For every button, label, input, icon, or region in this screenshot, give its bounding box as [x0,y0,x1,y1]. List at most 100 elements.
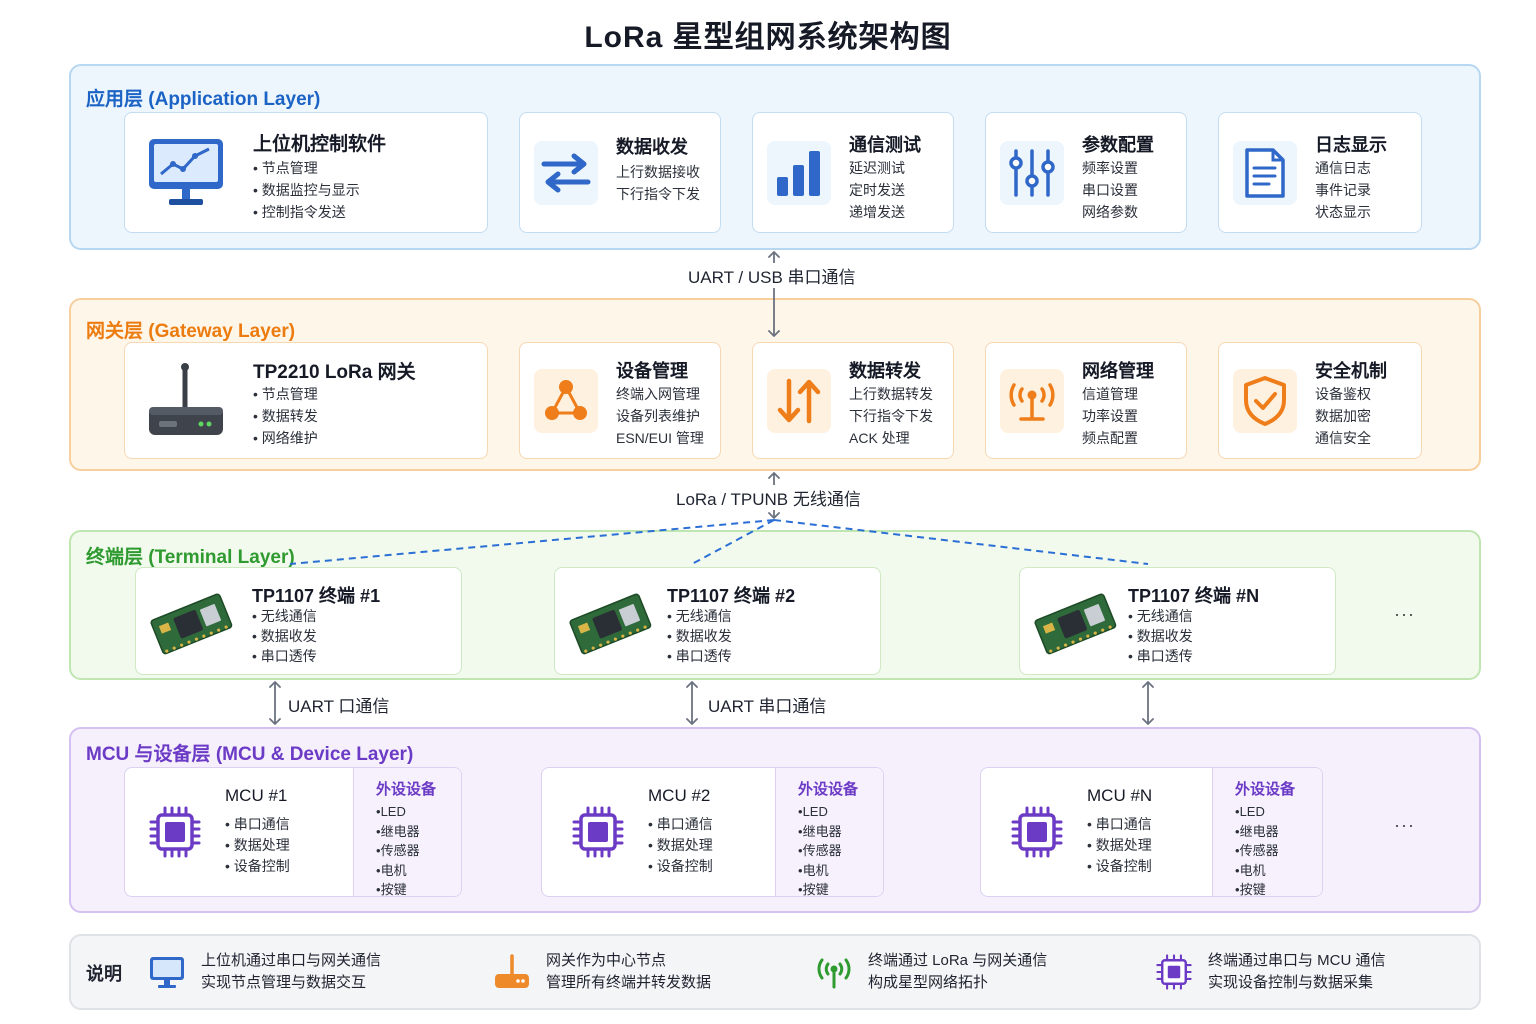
peripheral-item: LED [376,802,420,822]
peripheral-item: 电机 [798,861,842,881]
card-line: 递增发送 [849,204,905,220]
gw-card-gateway[interactable]: TP2210 LoRa 网关 节点管理 数据转发 网络维护 [124,342,488,459]
card-title: 设备管理 [616,361,688,381]
swap-arrows-icon [534,141,598,205]
card-line: 无线通信 [252,606,317,626]
wireless-icon [814,952,854,992]
app-card-host-software[interactable]: 上位机控制软件 节点管理 数据监控与显示 控制指令发送 [124,112,488,233]
peripheral-list: LED 继电器 传感器 电机 按键 [376,802,420,900]
card-line: 数据转发 [253,405,318,427]
peripheral-panel: 外设设备 LED 继电器 传感器 电机 按键 [775,768,883,897]
card-lines: 串口通信 数据处理 设备控制 [1087,814,1152,877]
module-board-icon [565,588,655,663]
peripheral-panel: 外设设备 LED 继电器 传感器 电机 按键 [353,768,461,897]
page-title: LoRa 星型组网系统架构图 [584,21,952,54]
gw-card-network-mgmt[interactable]: 网络管理 信道管理 功率设置 频点配置 [985,342,1187,459]
chip-icon [572,806,624,863]
peripheral-list: LED 继电器 传感器 电机 按键 [798,802,842,900]
card-line: 串口通信 [225,814,290,835]
conn-gateway-terminal-label: LoRa / TPUNB 无线通信 [672,485,865,510]
peripheral-title: 外设设备 [376,781,437,798]
app-card-param-config[interactable]: 参数配置 频率设置 串口设置 网络参数 [985,112,1187,233]
peripheral-item: 继电器 [376,822,420,842]
card-title: 日志显示 [1315,135,1387,155]
mcu-layer: MCU 与设备层 (MCU & Device Layer) MCU #1 串口通… [69,727,1481,913]
conn-terminal2-mcu2-label: UART 串口通信 [708,697,827,716]
card-lines: 无线通信 数据收发 串口透传 [252,606,317,666]
terminal-card-2[interactable]: TP1107 终端 #2 无线通信 数据收发 串口透传 [554,567,881,675]
card-title: TP2210 LoRa 网关 [253,362,416,383]
card-line: 无线通信 [667,606,732,626]
peripheral-item: 按键 [1235,880,1279,900]
gw-card-data-forward[interactable]: 数据转发 上行数据转发 下行指令下发 ACK 处理 [752,342,954,459]
peripheral-item: LED [1235,802,1279,822]
card-title: 上位机控制软件 [253,134,387,155]
card-title: TP1107 终端 #1 [252,586,381,606]
terminal-card-n[interactable]: TP1107 终端 #N 无线通信 数据收发 串口透传 [1019,567,1336,675]
peripheral-title: 外设设备 [798,781,859,798]
card-line: 数据加密 [1315,408,1371,424]
peripheral-item: 按键 [798,880,842,900]
card-lines: 上行数据接收 下行指令下发 [616,161,700,205]
card-line: 设备控制 [225,856,290,877]
legend-line: 管理所有终端并转发数据 [546,974,712,991]
card-line: 延迟测试 [849,160,905,176]
terminal-card-1[interactable]: TP1107 终端 #1 无线通信 数据收发 串口透传 [135,567,462,675]
app-card-data-transfer[interactable]: 数据收发 上行数据接收 下行指令下发 [519,112,721,233]
legend-line: 实现节点管理与数据交互 [201,974,367,991]
peripheral-item: 传感器 [1235,841,1279,861]
card-title: 安全机制 [1315,361,1387,381]
bar-chart-icon [767,141,831,205]
card-line: 终端入网管理 [616,386,700,402]
app-card-comm-test[interactable]: 通信测试 延迟测试 定时发送 递增发送 [752,112,954,233]
peripheral-item: 继电器 [798,822,842,842]
peripheral-item: LED [798,802,842,822]
antenna-signal-icon [1000,369,1064,433]
card-line: 通信日志 [1315,160,1371,176]
legend-line: 终端通过串口与 MCU 通信 [1208,952,1386,969]
gw-card-security[interactable]: 安全机制 设备鉴权 数据加密 通信安全 [1218,342,1422,459]
peripheral-item: 继电器 [1235,822,1279,842]
gw-card-device-mgmt[interactable]: 设备管理 终端入网管理 设备列表维护 ESN/EUI 管理 [519,342,721,459]
card-line: 上行数据接收 [616,164,700,180]
peripheral-item: 传感器 [376,841,420,861]
card-title: 数据收发 [616,137,688,157]
legend-line: 上位机通过串口与网关通信 [201,952,382,969]
module-board-icon [146,588,236,663]
gateway-device-icon [145,361,227,443]
legend-text: 网关作为中心节点 管理所有终端并转发数据 [546,950,711,994]
card-line: 串口透传 [667,646,732,666]
card-line: 数据收发 [1128,626,1193,646]
monitor-icon [147,952,187,992]
card-line: 定时发送 [849,182,905,198]
network-nodes-icon [534,369,598,433]
mcu-card-2[interactable]: MCU #2 串口通信 数据处理 设备控制 外设设备 LED 继电器 传感器 电… [541,767,884,897]
application-layer: 应用层 (Application Layer) 上位机控制软件 节点管理 数据监… [69,64,1481,250]
card-line: 控制指令发送 [253,201,360,223]
card-lines: 无线通信 数据收发 串口透传 [1128,606,1193,666]
legend-text: 终端通过 LoRa 与网关通信 构成星型网络拓扑 [868,950,1047,994]
card-lines: 终端入网管理 设备列表维护 ESN/EUI 管理 [616,383,704,449]
card-line: 网络参数 [1082,204,1138,220]
app-card-log-display[interactable]: 日志显示 通信日志 事件记录 状态显示 [1218,112,1422,233]
card-line: 事件记录 [1315,182,1371,198]
card-lines: 设备鉴权 数据加密 通信安全 [1315,383,1371,449]
mcu-card-n[interactable]: MCU #N 串口通信 数据处理 设备控制 外设设备 LED 继电器 传感器 电… [980,767,1323,897]
card-title: TP1107 终端 #2 [667,586,796,606]
card-lines: 节点管理 数据监控与显示 控制指令发送 [253,157,360,223]
card-title: MCU #2 [648,786,711,805]
card-title: 通信测试 [849,135,921,155]
legend-text: 终端通过串口与 MCU 通信 实现设备控制与数据采集 [1208,950,1386,994]
mcu-card-1[interactable]: MCU #1 串口通信 数据处理 设备控制 外设设备 LED 继电器 传感器 电… [124,767,462,897]
card-line: 信道管理 [1082,386,1138,402]
card-line: 数据处理 [648,835,713,856]
application-layer-title: 应用层 (Application Layer) [86,89,321,110]
peripheral-title: 外设设备 [1235,781,1296,798]
mcu-layer-title: MCU 与设备层 (MCU & Device Layer) [86,744,414,765]
gateway-icon [492,952,532,992]
legend-title: 说明 [86,964,122,984]
peripheral-item: 传感器 [798,841,842,861]
card-line: 下行指令下发 [849,408,933,424]
card-line: 上行数据转发 [849,386,933,402]
card-line: 设备控制 [1087,856,1152,877]
